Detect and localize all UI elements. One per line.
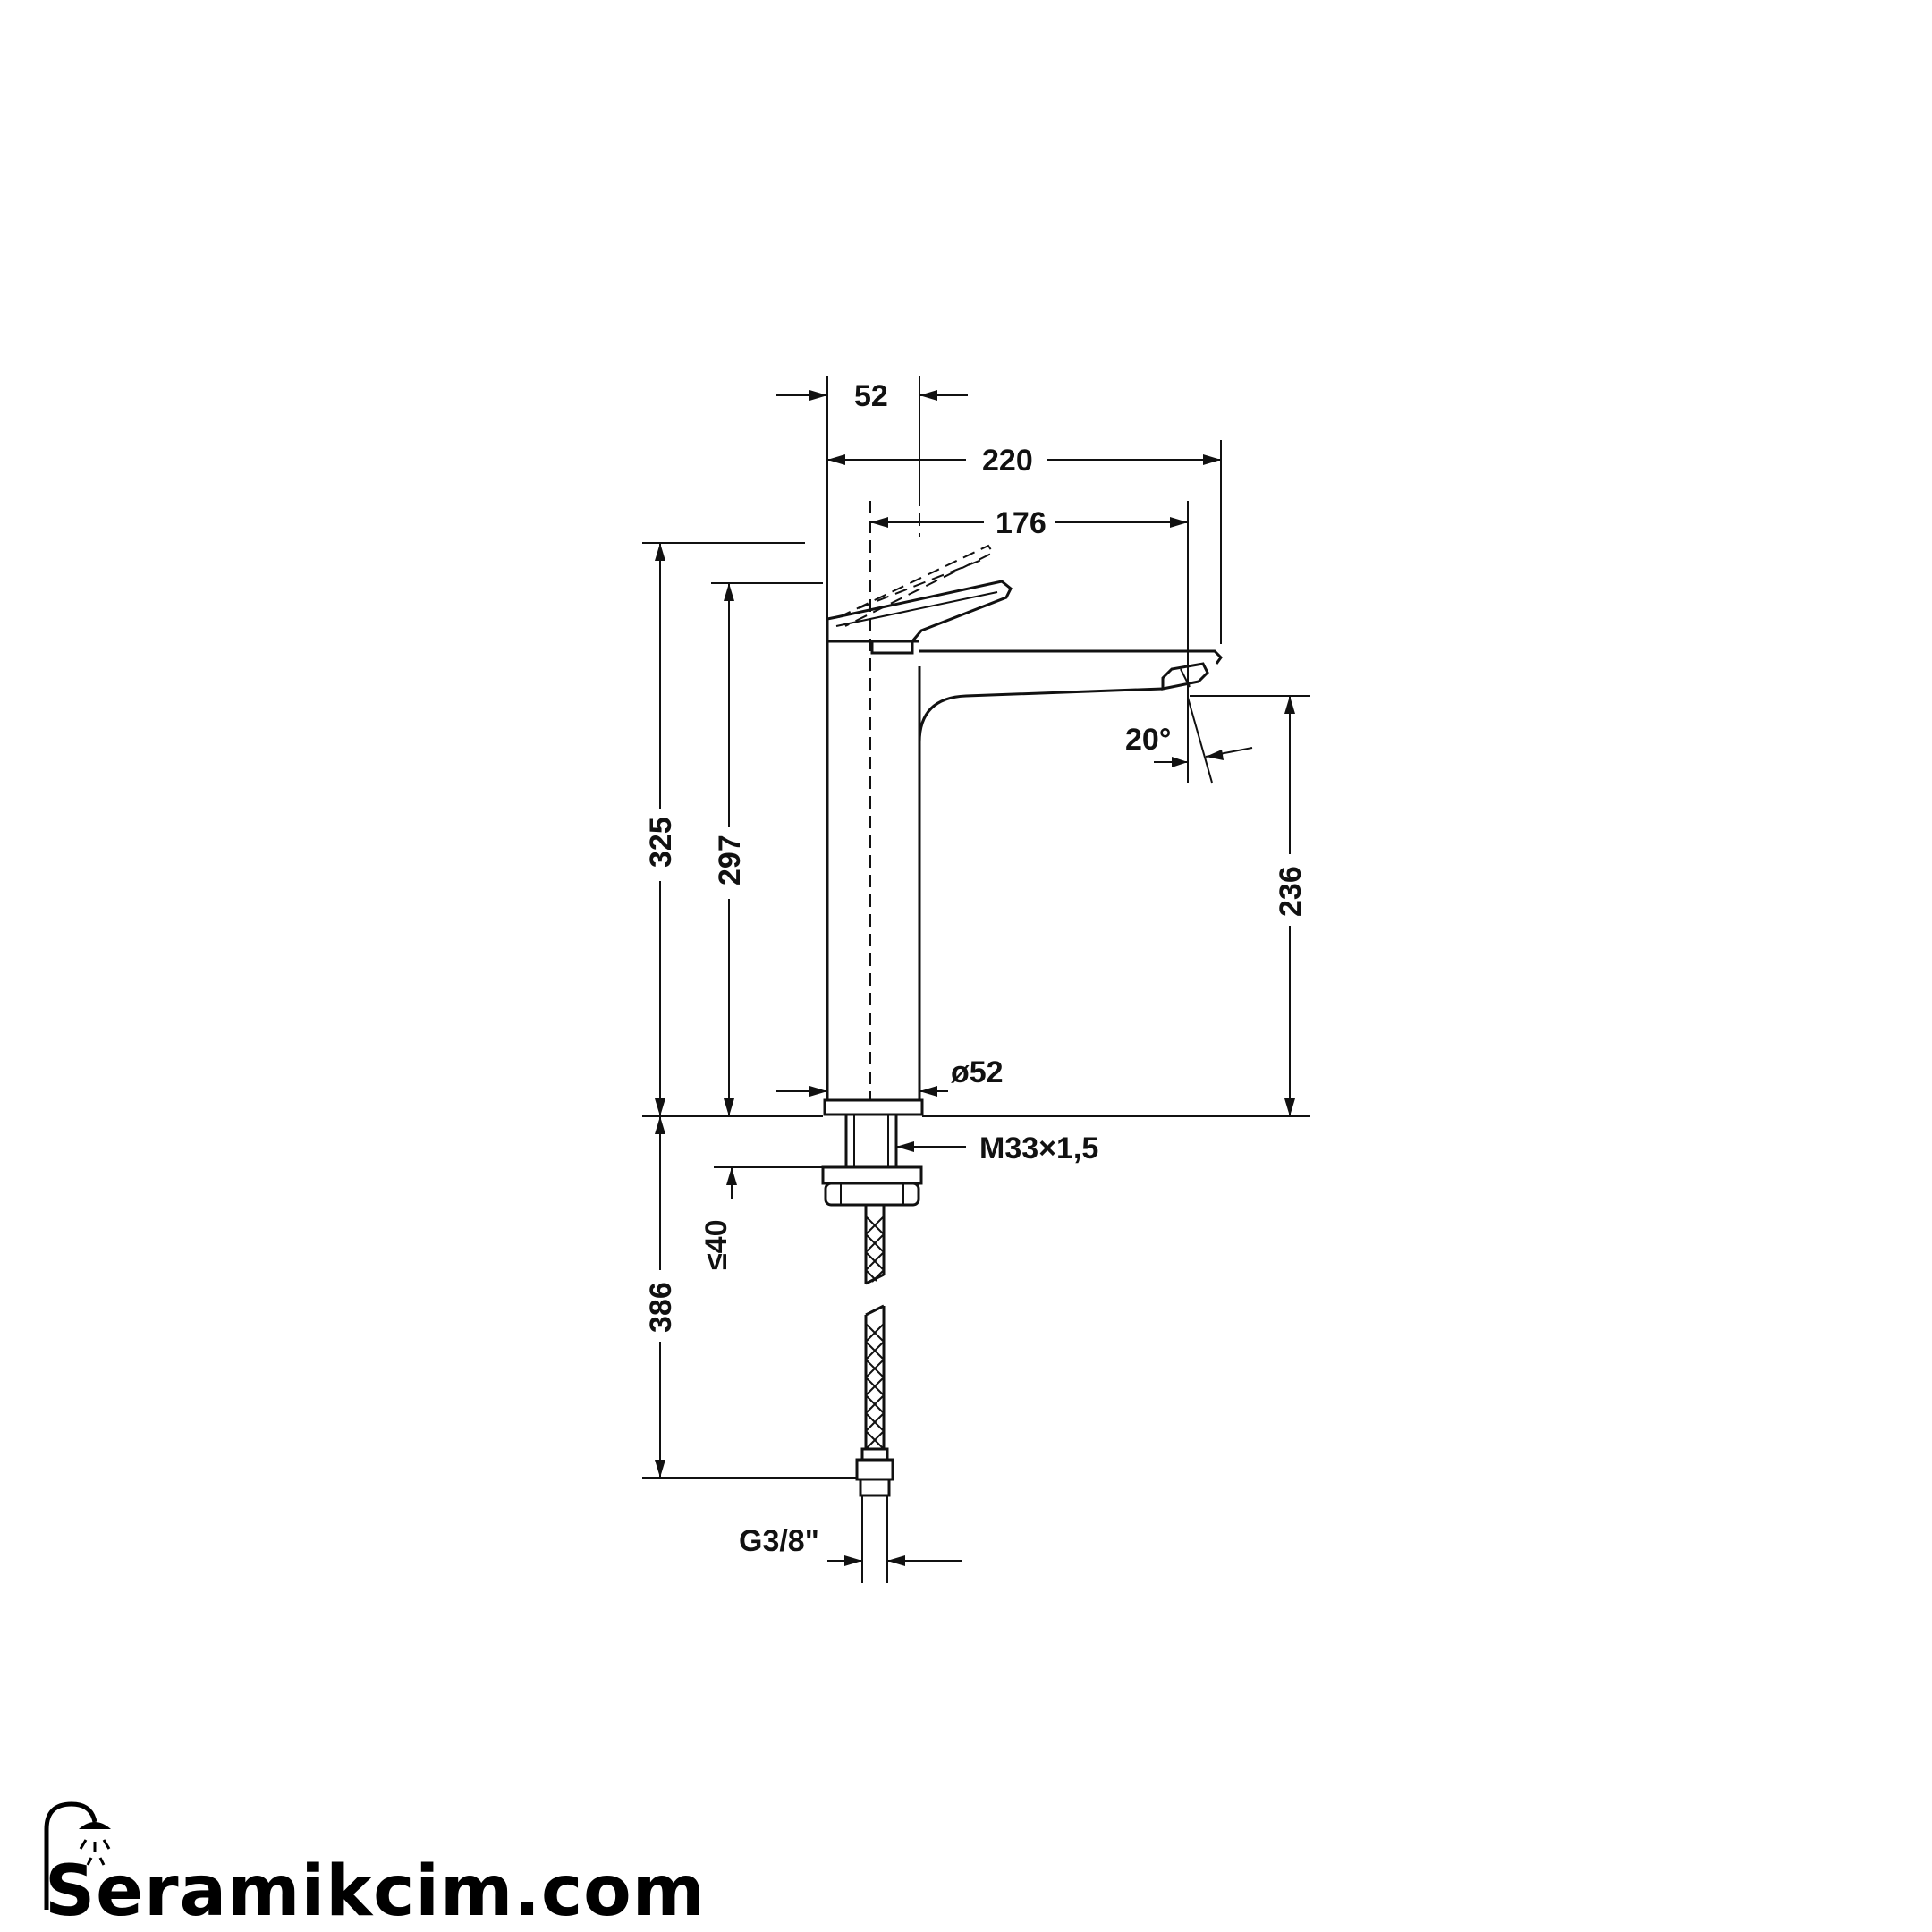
shower-icon [44,1801,111,1910]
dim-thread: M33×1,5 [979,1131,1098,1165]
hose-upper [864,1205,886,1285]
center-lines [869,376,920,1100]
brand-logo [44,1801,111,1910]
dim-width-top: 52 [854,379,888,413]
below-deck-parts [821,1114,923,1497]
dim-hose-length: 386 [644,1282,678,1333]
hose-lower [864,1304,886,1450]
brand-name: Seramikcim.com [45,1852,707,1932]
dim-spout-angle: 20° [1125,723,1171,757]
faucet-body [823,640,1223,1116]
dim-width-spout: 176 [996,506,1046,540]
dimension-labels: 52 220 176 325 297 236 20° ø52 M33×1,5 ≤… [644,379,1308,1558]
dim-height-lever: 297 [713,835,747,886]
dim-hose-connection: G3/8" [739,1524,819,1558]
dimension-lines [642,376,1310,1583]
faucet-lever [826,544,1013,655]
dim-height-total: 325 [644,817,678,868]
dim-deck-thickness: ≤40 [699,1220,733,1270]
dim-height-spout: 236 [1274,866,1308,917]
dim-base-diameter: ø52 [951,1055,1004,1089]
dim-width-total: 220 [982,444,1033,478]
